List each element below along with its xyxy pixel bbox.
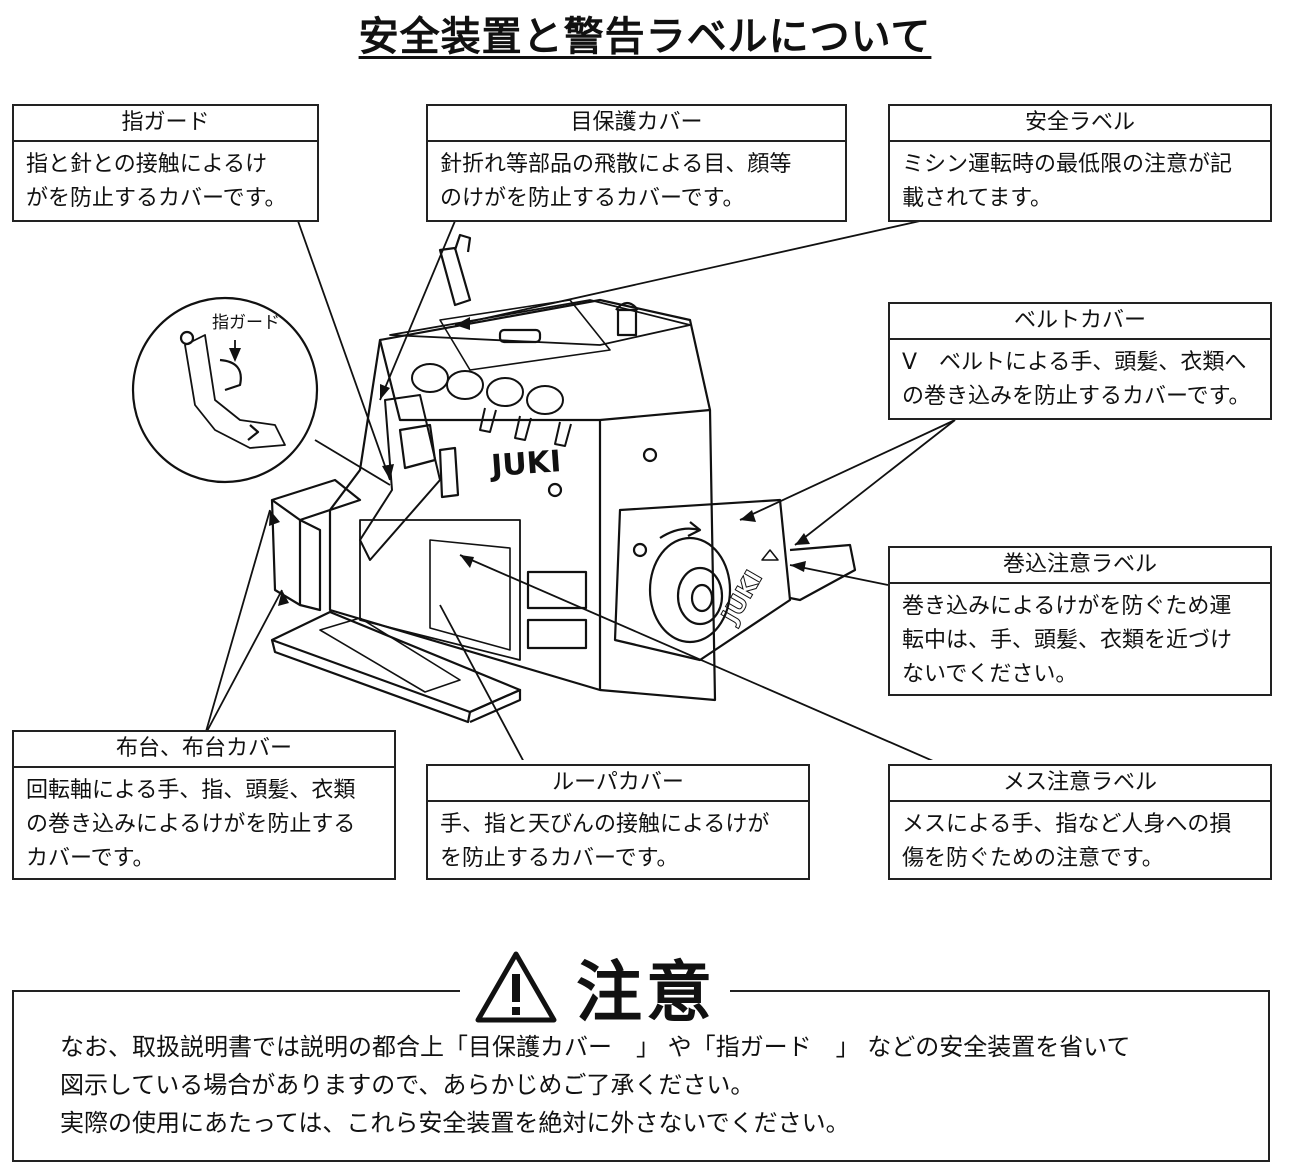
- caution-text: なお、取扱説明書では説明の都合上「目保護カバー 」 や「指ガード 」 などの安全…: [60, 1028, 1285, 1142]
- label-body: 手、指と天びんの接触によるけが を防止するカバーです。: [440, 812, 770, 871]
- label-title: 目保護カバー: [428, 106, 845, 142]
- brand-logo-front: JUKI: [488, 444, 562, 484]
- label-title: 布台、布台カバー: [14, 732, 394, 768]
- caution-line: 実際の使用にあたっては、これら安全装置を絶対に外さないでください。: [60, 1109, 850, 1137]
- label-body: ミシン運転時の最低限の注意が記 載されてます。: [902, 152, 1233, 211]
- label-title: 巻込注意ラベル: [890, 548, 1270, 584]
- sewing-machine-illustration: 指ガード JUKI JUKI: [131, 220, 956, 760]
- label-winding-caution: 巻込注意ラベル 巻き込みによるけがを防ぐため運 転中は、手、頭髪、衣類を近づけ …: [888, 546, 1272, 696]
- label-safety-label: 安全ラベル ミシン運転時の最低限の注意が記 載されてます。: [888, 104, 1272, 222]
- caution-line: なお、取扱説明書では説明の都合上「目保護カバー 」 や「指ガード 」 などの安全…: [60, 1033, 1131, 1061]
- belt-cover: [613, 498, 792, 662]
- caution-heading: 注意: [460, 942, 730, 1032]
- warning-triangle-icon: [475, 951, 557, 1023]
- label-title: 安全ラベル: [890, 106, 1270, 142]
- label-title: メス注意ラベル: [890, 766, 1270, 802]
- label-finger-guard: 指ガード 指と針との接触によるけ がを防止するカバーです。: [12, 104, 319, 222]
- machine-body: [328, 298, 717, 702]
- label-title: ベルトカバー: [890, 304, 1270, 340]
- label-knife-caution: メス注意ラベル メスによる手、指など人身への損 傷を防ぐための注意です。: [888, 764, 1272, 880]
- page-title: 安全装置と警告ラベルについて: [358, 14, 932, 60]
- label-eye-guard: 目保護カバー 針折れ等部品の飛散による目、顔等 のけがを防止するカバーです。: [426, 104, 847, 222]
- label-body: 針折れ等部品の飛散による目、顔等 のけがを防止するカバーです。: [440, 152, 792, 211]
- finger-guard-inset: [131, 296, 319, 484]
- label-bed-cover: 布台、布台カバー 回転軸による手、指、頭髪、衣類 の巻き込みによるけがを防止する…: [12, 730, 396, 880]
- label-title: ルーパカバー: [428, 766, 808, 802]
- label-body: 回転軸による手、指、頭髪、衣類 の巻き込みによるけがを防止する カバーです。: [26, 778, 356, 871]
- caution-word: 注意: [576, 954, 716, 1031]
- caution-line: 図示している場合がありますので、あらかじめご了承ください。: [60, 1071, 755, 1099]
- label-body: メスによる手、指など人身への損 傷を防ぐための注意です。: [902, 812, 1232, 871]
- label-body: 巻き込みによるけがを防ぐため運 転中は、手、頭髪、衣類を近づけ ないでください。: [902, 594, 1233, 687]
- inset-label: 指ガード: [212, 313, 280, 333]
- label-looper-cover: ルーパカバー 手、指と天びんの接触によるけが を防止するカバーです。: [426, 764, 810, 880]
- label-belt-cover: ベルトカバー V ベルトによる手、頭髪、衣類へ の巻き込みを防止するカバーです。: [888, 302, 1272, 420]
- label-body: V ベルトによる手、頭髪、衣類へ の巻き込みを防止するカバーです。: [902, 350, 1251, 409]
- pulley: [648, 536, 732, 644]
- label-body: 指と針との接触によるけ がを防止するカバーです。: [26, 152, 287, 211]
- label-title: 指ガード: [14, 106, 317, 142]
- cloth-bed: [270, 478, 362, 522]
